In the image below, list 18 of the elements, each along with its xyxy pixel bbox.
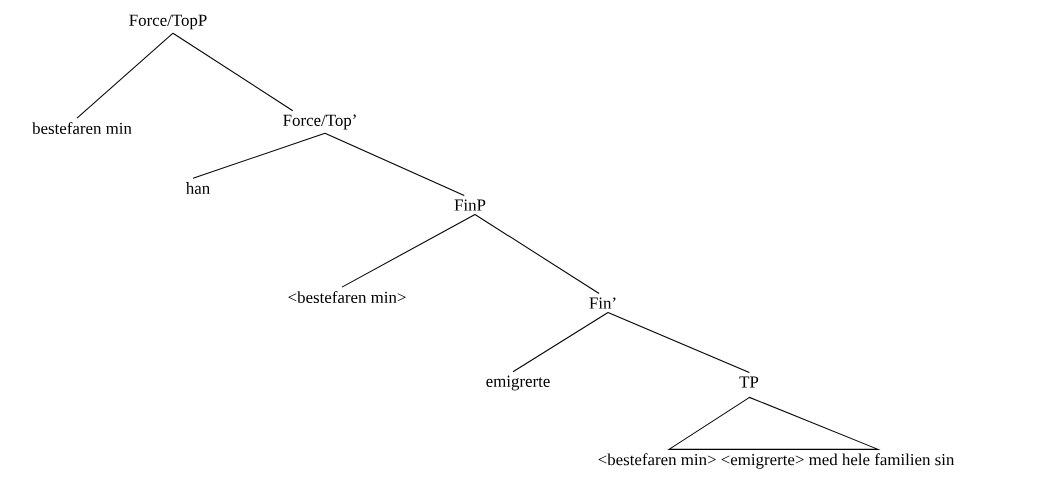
tree-label: FinP	[454, 199, 486, 211]
tree-label: <bestefaren min> <emigrerte> med hele familien sin	[598, 453, 955, 469]
branch-line	[324, 132, 465, 197]
tree-label: <bestefaren min>	[288, 291, 406, 303]
tree-label: emigrerte	[486, 375, 550, 391]
tree-label: Fin’	[589, 297, 616, 309]
tree-label: bestefaren min	[32, 122, 132, 134]
branch-line	[192, 132, 326, 179]
tree-label: Force/TopP	[129, 14, 207, 30]
branch-line	[607, 311, 750, 374]
branch-line	[76, 32, 174, 119]
branch-line	[512, 311, 609, 373]
tree-label: Force/Top’	[283, 114, 356, 130]
tree-label: han	[186, 182, 210, 194]
branch-line	[172, 32, 294, 112]
branch-line	[341, 213, 476, 288]
branch-line	[474, 213, 600, 295]
tree-label: TP	[739, 376, 759, 388]
